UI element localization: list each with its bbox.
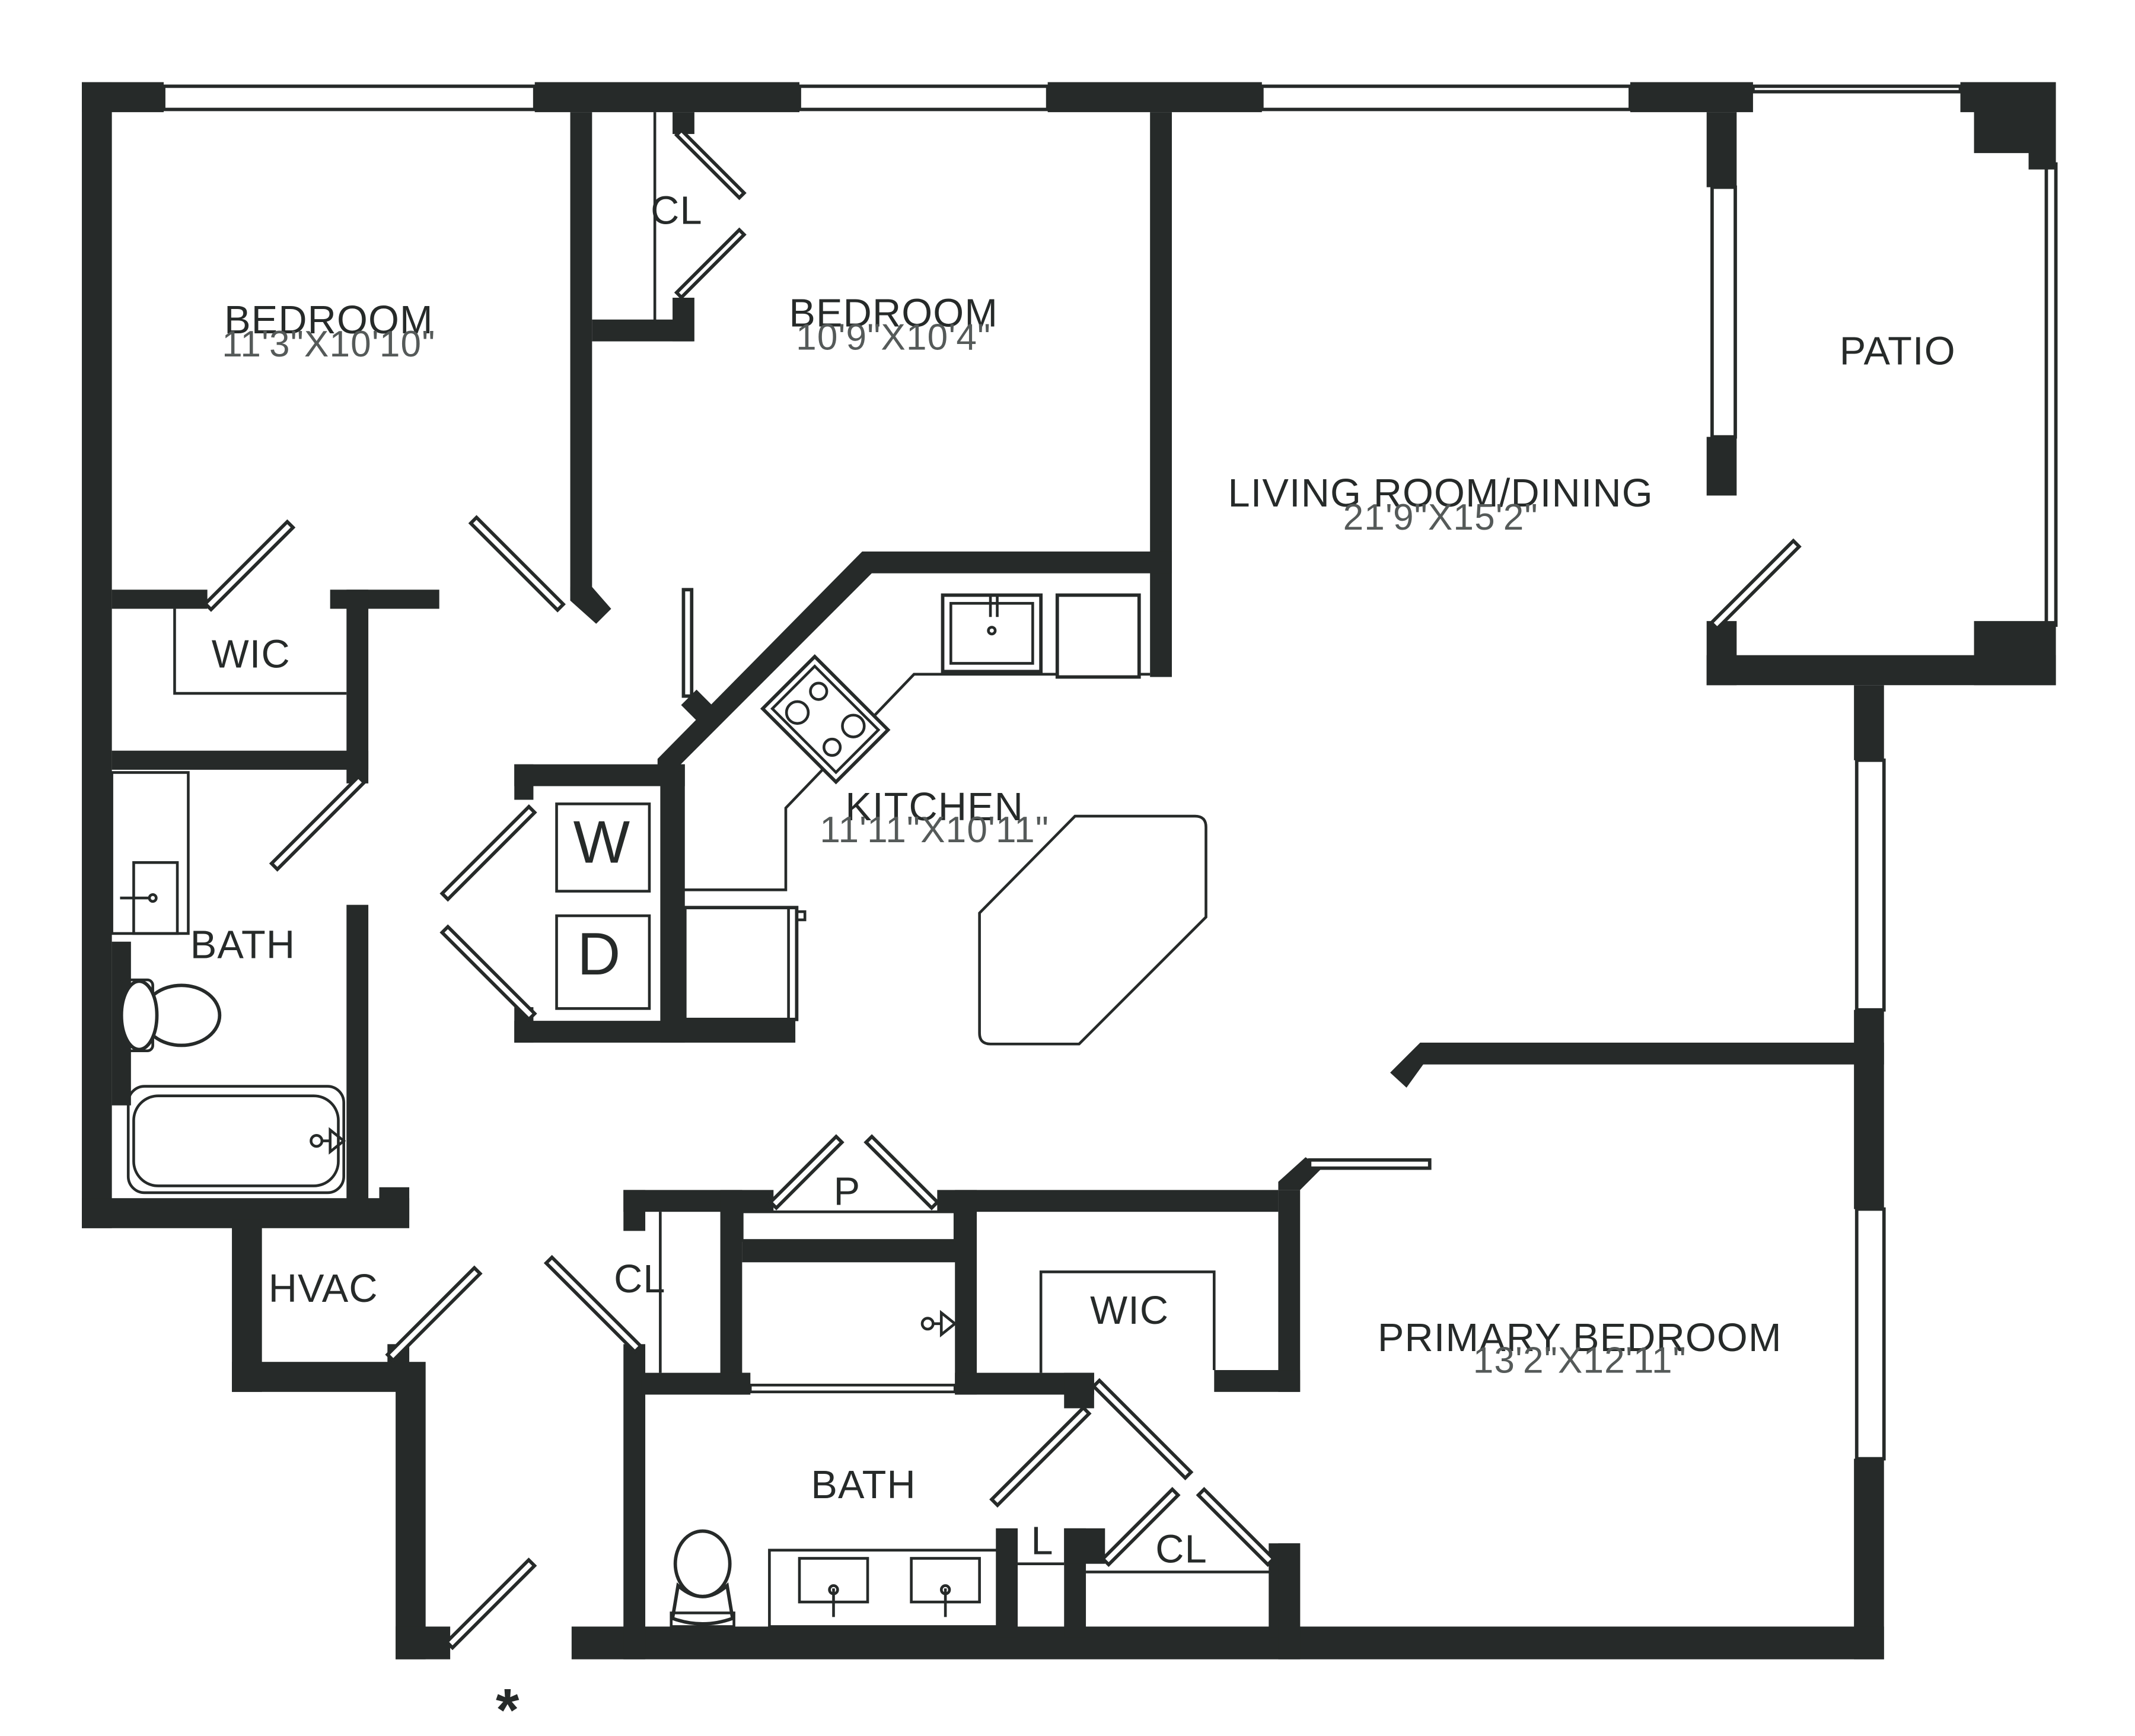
bath-2-name: BATH — [811, 1463, 916, 1507]
bedroom-2-dims: 10'9"X10'4" — [796, 317, 991, 358]
closet-bedroom-name: CL — [651, 189, 703, 233]
fixtures — [110, 112, 1279, 1628]
living-dining-name: LIVING ROOM/DINING — [1228, 472, 1653, 515]
kitchen-name: KITCHEN — [845, 785, 1024, 829]
windows — [162, 84, 2058, 1461]
closet-hall-name: CL — [614, 1257, 666, 1301]
bath-1-name: BATH — [190, 923, 296, 967]
primary-bedroom-dims: 13'2"X12'11" — [1473, 1340, 1687, 1381]
linen-name: L — [1031, 1520, 1053, 1563]
wic-1-name: WIC — [212, 632, 291, 676]
pantry-name: P — [834, 1170, 861, 1214]
primary-bedroom-name: PRIMARY BEDROOM — [1378, 1316, 1782, 1360]
kitchen-dims: 11'11"X10'11" — [820, 810, 1049, 851]
washer-label: W — [573, 808, 630, 875]
patio-name: PATIO — [1840, 330, 1956, 374]
entry-marker: * — [496, 1676, 520, 1736]
room-labels: BEDROOM 11'3"X10'10" BEDROOM 10'9"X10'4"… — [190, 189, 1956, 1736]
closet-primary-name: CL — [1155, 1527, 1207, 1571]
bedroom-1-dims: 11'3"X10'10" — [222, 324, 435, 365]
hvac-name: HVAC — [269, 1267, 378, 1311]
doors — [203, 128, 1802, 1651]
dryer-label: D — [577, 920, 620, 988]
wic-2-name: WIC — [1090, 1289, 1169, 1333]
walls — [82, 82, 2056, 1659]
bedroom-2-name: BEDROOM — [789, 291, 998, 335]
bedroom-1-name: BEDROOM — [224, 298, 434, 342]
living-dining-dims: 21'9"X15'2" — [1343, 497, 1538, 538]
